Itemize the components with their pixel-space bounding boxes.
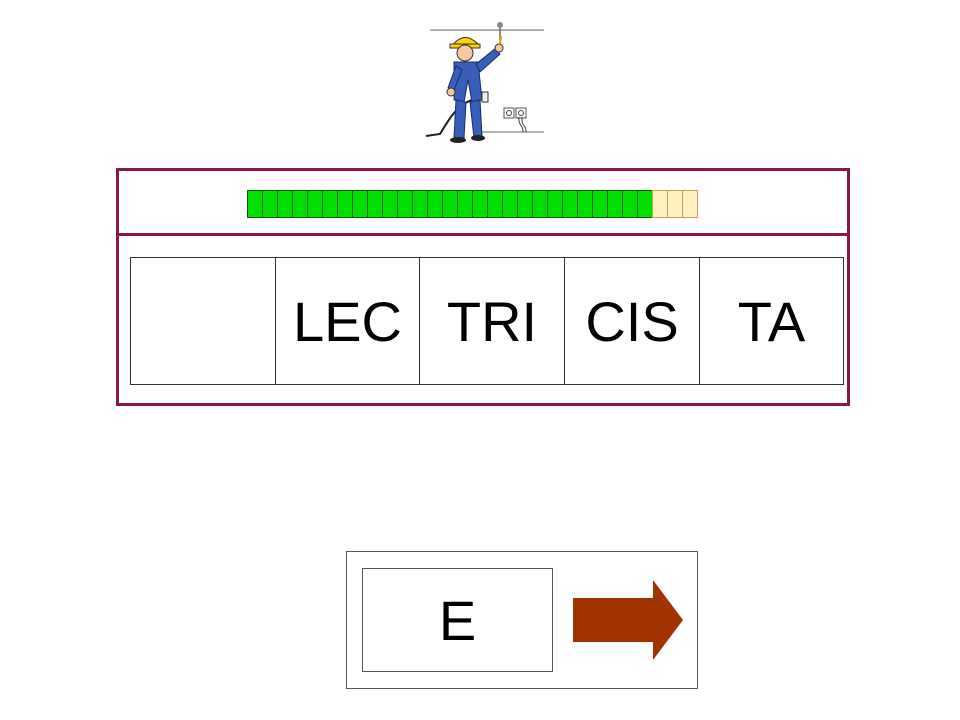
syllable-row: LEC TRI CIS TA	[130, 257, 844, 385]
syllable-slot-empty[interactable]	[131, 258, 275, 384]
answer-letter-box[interactable]: E	[362, 568, 553, 672]
progress-cell-complete	[517, 190, 533, 218]
progress-cell-complete	[562, 190, 578, 218]
progress-cell-complete	[592, 190, 608, 218]
syllable-lec: LEC	[275, 258, 419, 384]
progress-bar	[247, 190, 698, 218]
progress-cell-complete	[547, 190, 563, 218]
progress-cell-complete	[397, 190, 413, 218]
progress-cell-pending	[667, 190, 683, 218]
progress-cell-complete	[457, 190, 473, 218]
electrician-illustration-icon	[425, 22, 544, 143]
right-arrow-icon[interactable]	[573, 580, 683, 660]
syllable-cis: CIS	[564, 258, 699, 384]
progress-cell-complete	[622, 190, 638, 218]
progress-cell-complete	[427, 190, 443, 218]
progress-cell-complete	[337, 190, 353, 218]
progress-cell-complete	[307, 190, 323, 218]
progress-cell-pending	[652, 190, 668, 218]
answer-panel: E	[346, 551, 698, 689]
progress-cell-complete	[442, 190, 458, 218]
progress-cell-complete	[292, 190, 308, 218]
progress-cell-complete	[367, 190, 383, 218]
progress-cell-pending	[682, 190, 698, 218]
progress-cell-complete	[487, 190, 503, 218]
panel-divider	[119, 233, 847, 236]
progress-cell-complete	[352, 190, 368, 218]
progress-cell-complete	[577, 190, 593, 218]
progress-cell-complete	[247, 190, 263, 218]
progress-cell-complete	[277, 190, 293, 218]
syllable-ta: TA	[699, 258, 843, 384]
syllable-tri: TRI	[419, 258, 564, 384]
progress-cell-complete	[502, 190, 518, 218]
exercise-panel: LEC TRI CIS TA	[116, 168, 850, 406]
progress-cell-complete	[322, 190, 338, 218]
progress-cell-complete	[532, 190, 548, 218]
progress-cell-complete	[472, 190, 488, 218]
progress-cell-complete	[382, 190, 398, 218]
progress-cell-complete	[637, 190, 653, 218]
progress-cell-complete	[412, 190, 428, 218]
progress-cell-complete	[262, 190, 278, 218]
progress-cell-complete	[607, 190, 623, 218]
